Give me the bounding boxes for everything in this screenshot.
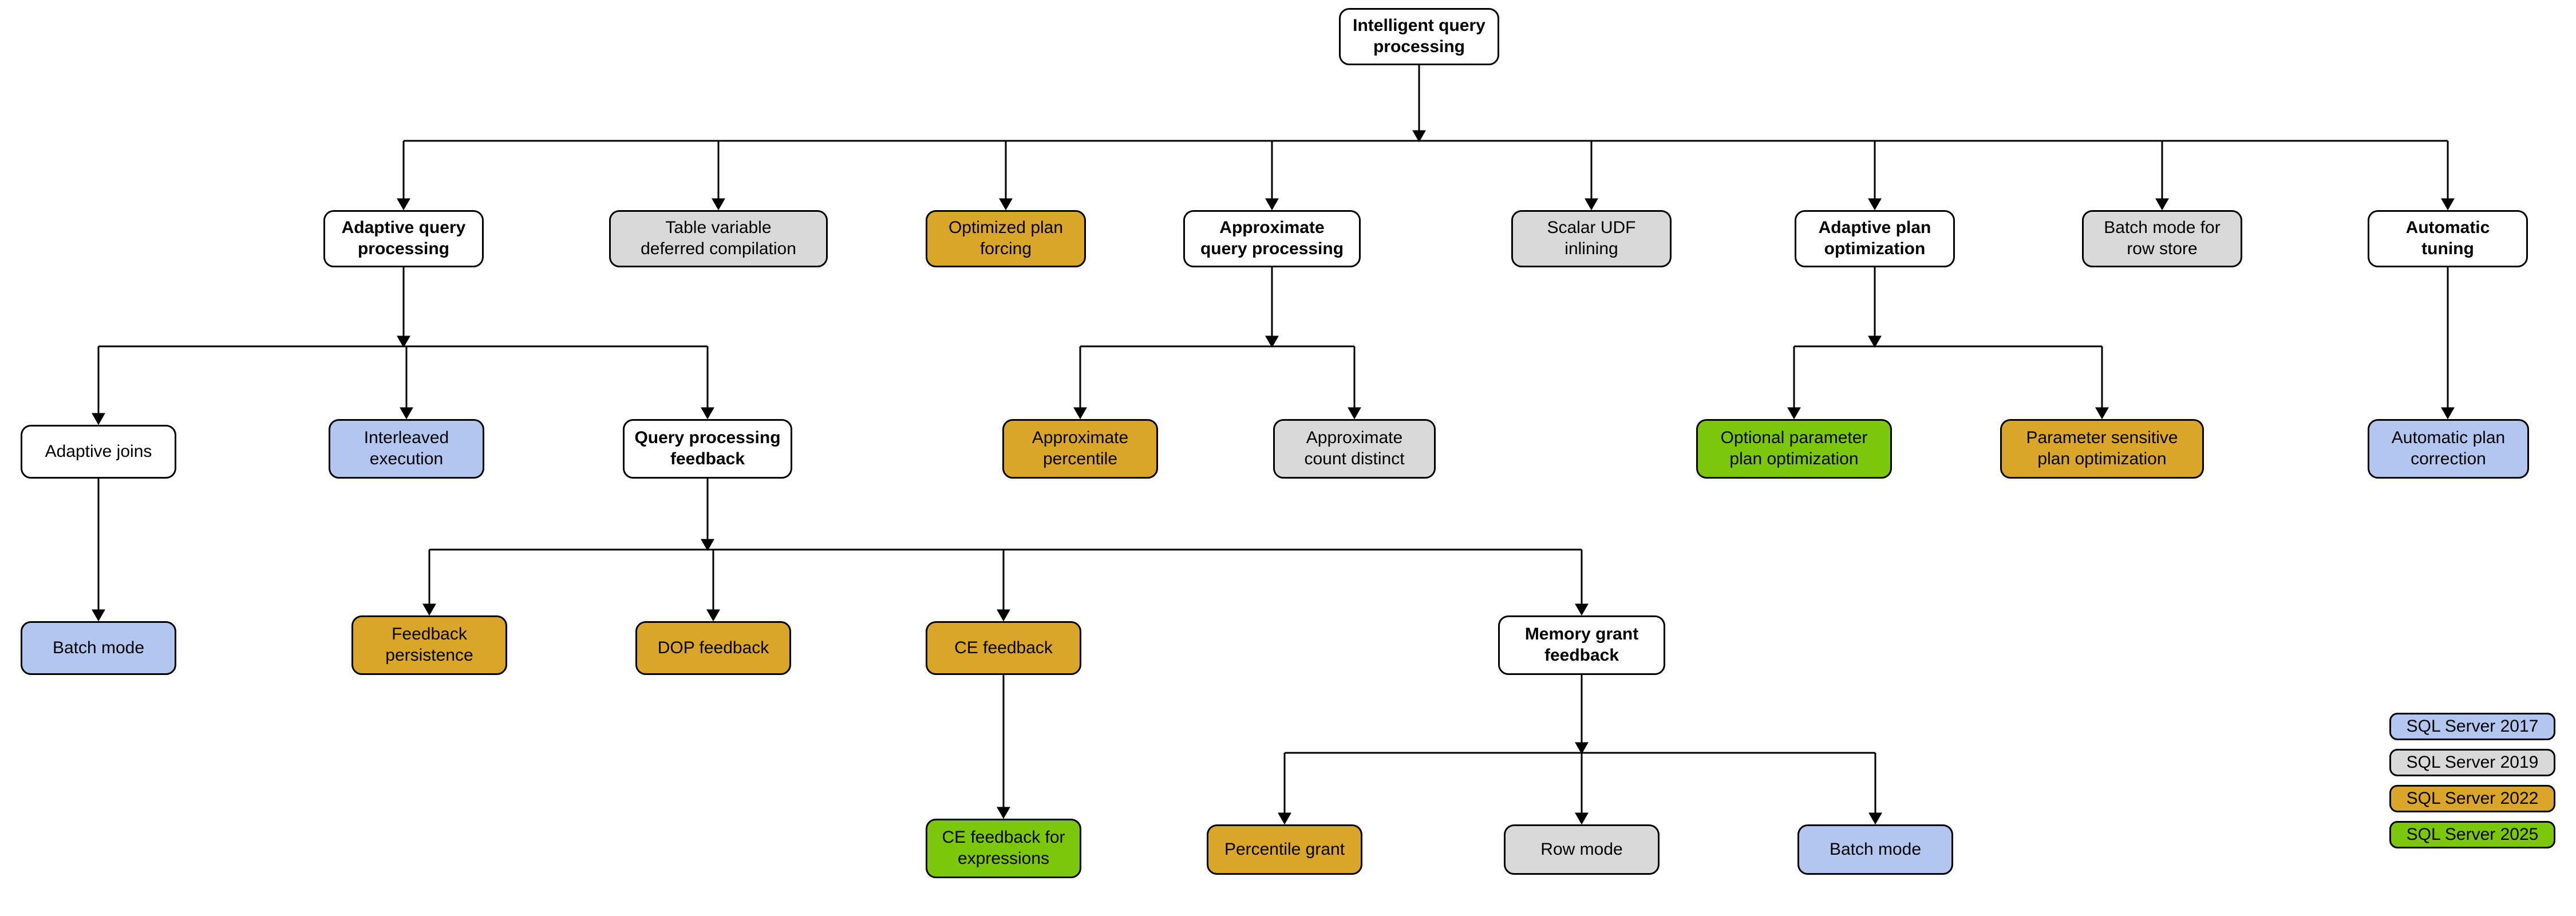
- node-bmrs[interactable]: Batch mode for row store: [2082, 210, 2242, 267]
- node-iqp[interactable]: Intelligent query processing: [1339, 8, 1499, 65]
- node-apq[interactable]: Approximate query processing: [1183, 210, 1361, 267]
- node-ie[interactable]: Interleaved execution: [329, 419, 484, 479]
- node-tvdc[interactable]: Table variable deferred compilation: [609, 210, 828, 267]
- node-oppo[interactable]: Optional parameter plan optimization: [1696, 419, 1892, 479]
- node-fp[interactable]: Feedback persistence: [351, 615, 507, 675]
- node-cefe[interactable]: CE feedback for expressions: [926, 819, 1081, 878]
- node-at[interactable]: Automatic tuning: [2368, 210, 2528, 267]
- legend-item-sql-server-2019: SQL Server 2019: [2389, 749, 2555, 776]
- node-bm2[interactable]: Batch mode: [1797, 824, 1953, 875]
- legend-item-sql-server-2025: SQL Server 2025: [2389, 821, 2555, 848]
- legend-item-sql-server-2017: SQL Server 2017: [2389, 713, 2555, 740]
- node-pg[interactable]: Percentile grant: [1207, 824, 1362, 875]
- node-opf[interactable]: Optimized plan forcing: [926, 210, 1086, 267]
- node-aqp[interactable]: Adaptive query processing: [323, 210, 484, 267]
- node-mgf[interactable]: Memory grant feedback: [1498, 615, 1665, 675]
- node-ap[interactable]: Approximate percentile: [1002, 419, 1158, 479]
- legend-item-sql-server-2022: SQL Server 2022: [2389, 785, 2555, 812]
- node-sudf[interactable]: Scalar UDF inlining: [1511, 210, 1672, 267]
- node-dopf[interactable]: DOP feedback: [635, 621, 791, 675]
- node-apc[interactable]: Automatic plan correction: [2368, 419, 2529, 479]
- node-qpf[interactable]: Query processing feedback: [623, 419, 792, 479]
- node-rm[interactable]: Row mode: [1504, 824, 1660, 875]
- node-bm1[interactable]: Batch mode: [21, 621, 176, 675]
- node-apo[interactable]: Adaptive plan optimization: [1795, 210, 1955, 267]
- node-cef[interactable]: CE feedback: [926, 621, 1081, 675]
- node-acd[interactable]: Approximate count distinct: [1273, 419, 1436, 479]
- node-pspo[interactable]: Parameter sensitive plan optimization: [2000, 419, 2204, 479]
- node-aj[interactable]: Adaptive joins: [21, 425, 176, 479]
